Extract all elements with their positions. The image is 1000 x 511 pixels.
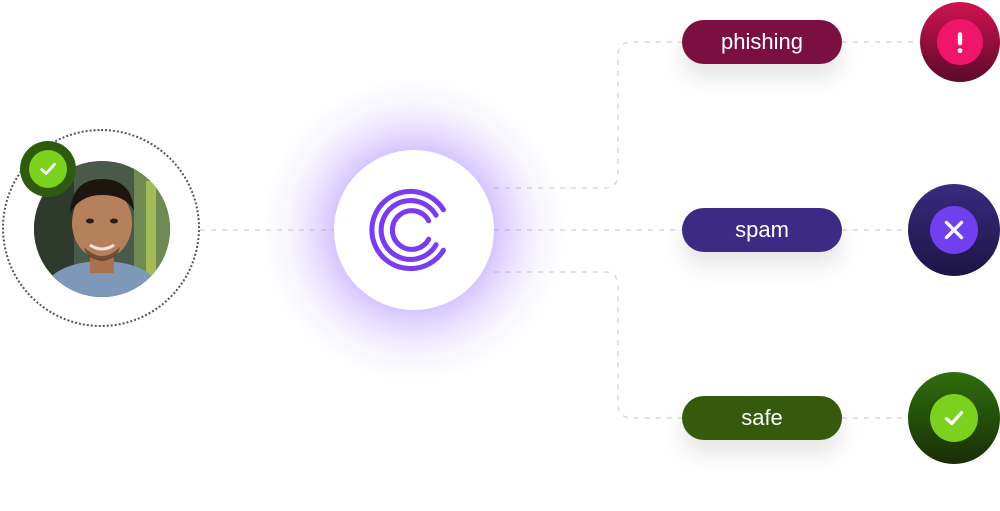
exclamation-icon [957,32,963,54]
check-icon [40,163,56,175]
avatar-ring [2,129,200,327]
category-label: phishing [721,29,803,54]
c-logo-icon [369,188,446,272]
connector-hub-safe [494,271,682,419]
status-phishing [920,2,1000,82]
status-spam [908,184,1000,276]
x-mark-icon [944,220,964,240]
hub-node [334,150,494,310]
connector-hub-phishing [494,41,682,189]
category-pill-safe: safe [682,396,842,440]
check-icon [944,410,964,426]
verified-badge [20,141,76,197]
category-pill-phishing: phishing [682,20,842,64]
category-label: safe [741,405,783,430]
category-pill-spam: spam [682,208,842,252]
status-safe [908,372,1000,464]
category-label: spam [735,217,789,242]
